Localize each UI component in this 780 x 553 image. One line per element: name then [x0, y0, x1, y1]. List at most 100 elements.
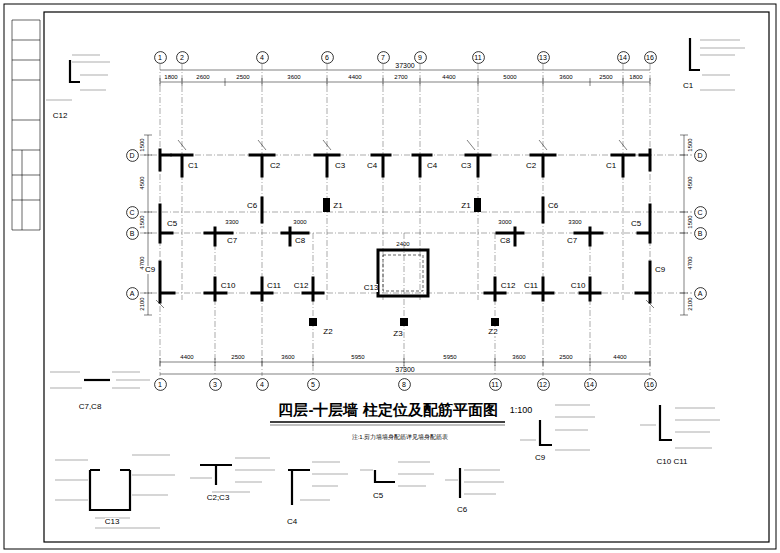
column-tag: C2	[526, 162, 536, 170]
grid-bubble: A	[694, 287, 707, 300]
axis-number: C	[129, 209, 134, 216]
grid-bubble: 3	[209, 378, 222, 391]
column-tag: C9	[535, 454, 545, 462]
axis-number: 1	[158, 54, 162, 61]
grid-bubble: 6	[321, 51, 334, 64]
axis-number: 4	[260, 54, 264, 61]
column-tag: C13	[105, 518, 120, 526]
column-tag: Z1	[333, 202, 342, 210]
column-tag: C9	[145, 266, 155, 274]
grid-bubble: A	[126, 287, 139, 300]
dimension-text: 2700	[394, 74, 407, 80]
column-tag: C8	[295, 237, 305, 245]
dimension-text: 1800	[164, 74, 177, 80]
axis-number: 7	[381, 54, 385, 61]
dimension-text: 2500	[559, 354, 572, 360]
dimension-text: 37300	[395, 366, 414, 373]
grid-bubble: D	[694, 149, 707, 162]
dimension-text: 5000	[503, 74, 516, 80]
grid-bubble: 12	[537, 378, 550, 391]
grid-bubble: 9	[414, 51, 427, 64]
grid-bubble: 7	[377, 51, 390, 64]
column-tag: C7,C8	[79, 403, 102, 411]
grid-bubble: 13	[537, 51, 550, 64]
axis-number: 6	[325, 54, 329, 61]
column-tag: Z1	[461, 202, 470, 210]
column-tag: C11	[524, 282, 538, 290]
grid-bubble: 1	[154, 378, 167, 391]
dimension-text: 3600	[512, 354, 525, 360]
dimension-text: 2400	[396, 241, 409, 247]
column-tag: C2;C3	[207, 494, 230, 502]
dimension-text: 3000	[498, 219, 511, 225]
column-tag: Z3	[393, 330, 402, 338]
dimension-text: 1500	[687, 138, 693, 151]
axis-number: B	[130, 230, 135, 237]
grid-bubble: 16	[644, 378, 657, 391]
grid-bubble: C	[126, 206, 139, 219]
axis-number: 13	[539, 54, 547, 61]
axis-number: A	[130, 290, 135, 297]
dimension-text: 4400	[442, 74, 455, 80]
column-tag: C11	[267, 282, 281, 290]
axis-number: D	[697, 152, 702, 159]
axis-number: 16	[646, 381, 654, 388]
dimension-text: 3000	[293, 219, 306, 225]
axis-number: 9	[418, 54, 422, 61]
axis-number: D	[129, 152, 134, 159]
column-tag: C4	[287, 518, 297, 526]
dimension-text: 2100	[139, 297, 145, 310]
dimension-text: 2500	[231, 354, 244, 360]
dimension-text: 5950	[351, 354, 364, 360]
column-tag: C7	[227, 237, 237, 245]
column-tag: C1	[188, 162, 198, 170]
axis-number: 1	[158, 381, 162, 388]
grid-bubble: 8	[398, 378, 411, 391]
column-tag: C6	[457, 506, 467, 514]
grid-bubble: 4	[256, 378, 269, 391]
dimension-text: 1500	[139, 138, 145, 151]
dimension-text: 2500	[599, 74, 612, 80]
dimension-text: 2500	[236, 74, 249, 80]
dimension-text: 4400	[613, 354, 626, 360]
column-tag: C5	[167, 220, 177, 228]
grid-bubble: 11	[472, 51, 485, 64]
axis-number: A	[698, 290, 703, 297]
axis-number: 8	[402, 381, 406, 388]
dimension-text: 1500	[687, 215, 693, 228]
axis-number: 3	[213, 381, 217, 388]
column-tag: C6	[247, 202, 257, 210]
dimension-text: 4500	[139, 176, 145, 189]
column-tag: C8	[500, 237, 510, 245]
axis-number: 4	[260, 381, 264, 388]
axis-number: 11	[491, 381, 498, 388]
column-tag: C10 C11	[657, 458, 688, 466]
column-tag: 1:100	[510, 406, 533, 415]
grid-bubble: 5	[307, 378, 320, 391]
axis-number: B	[698, 230, 703, 237]
column-tag: C7	[567, 237, 577, 245]
column-tag: C4	[367, 162, 377, 170]
grid-bubble: 14	[617, 51, 630, 64]
column-tag: C12	[53, 112, 68, 120]
column-tag: C12	[501, 282, 516, 290]
axis-number: C	[697, 209, 702, 216]
column-tag: C10	[571, 282, 586, 290]
dimension-text: 注:1.剪力墙墙身配筋详见墙身配筋表	[352, 434, 449, 440]
grid-bubble: B	[126, 227, 139, 240]
column-tag: C4	[427, 162, 437, 170]
grid-bubble: C	[694, 206, 707, 219]
dimension-text: 37300	[395, 62, 414, 69]
axis-number: 16	[646, 54, 654, 61]
dimension-text: 1800	[629, 74, 642, 80]
dimension-text: 4500	[687, 176, 693, 189]
dimension-text: 3600	[287, 74, 300, 80]
column-tag: C5	[373, 492, 383, 500]
dimension-text: 3600	[559, 74, 572, 80]
column-tag: C10	[221, 282, 236, 290]
grid-bubble: 1	[154, 51, 167, 64]
column-tag: C1	[606, 162, 616, 170]
axis-number: 14	[586, 381, 594, 388]
column-tag: C5	[631, 220, 641, 228]
